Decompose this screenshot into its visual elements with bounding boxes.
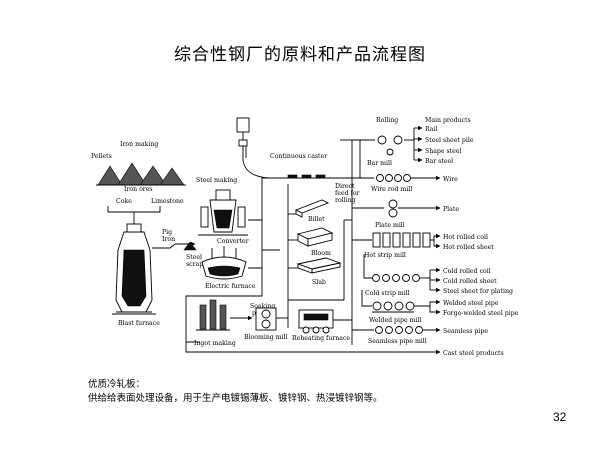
electric-furnace-icon [201,246,247,280]
bar-mill-label: Bar mill [367,160,392,167]
iron-making-label: Iron making [120,141,158,148]
ingot-making-icon [196,299,230,331]
slide-title: 综合性钢厂的原料和产品流程图 [174,45,426,65]
steel-scrap-label-1: Steel [186,254,202,261]
pellets-label: Pellets [91,153,112,160]
seamless-pipe-mill-icon [375,326,423,334]
product-cast-steel: Cast steel products [443,350,504,357]
product-plate: Plate [443,206,459,213]
bloom-label: Bloom [311,250,331,257]
plate-mill-label: Plate mill [375,222,405,229]
converter-label: Converter [217,238,249,245]
caster-strand [268,174,360,179]
rolling-label: Rolling [376,117,398,124]
cold-strip-mill-icon [372,274,420,282]
notes-line-1: 优质冷轧板： [88,379,146,390]
pig-iron-label-2: Iron [162,236,175,243]
raw-material-piles [96,162,186,186]
product-hot-coil: Hot rolled coil [443,234,488,241]
product-shape-steel: Shape steel [425,148,461,155]
seamless-pipe-mill-label: Seamless pipe mill [368,338,427,345]
converter-icon [198,189,248,236]
pig-iron-label-1: Pig [162,229,172,236]
main-products-header: Main products [425,117,471,124]
slab-label: Slab [312,279,326,286]
welded-pipe-mill-label: Welded pipe mill [369,317,421,324]
reheating-furnace-label: Reheating furnace [292,335,350,342]
iron-ores-label: Iron ores [124,186,153,193]
slab-icon [296,257,342,274]
coke-label: Coke [116,198,132,205]
billet-label: Billet [308,216,325,223]
product-wire: Wire [443,176,458,183]
direct-feed-label-1: Direct [335,183,355,190]
product-cold-sheet: Cold rolled sheet [443,278,497,285]
product-seamless-pipe: Seamless pipe [443,328,488,335]
product-bar-steel: Bar steel [425,158,453,165]
caster-ladle-icon [236,117,269,179]
product-rail: Rail [425,126,437,133]
steel-scrap-label-2: scrap [186,261,203,268]
reheating-furnace-icon [298,309,334,334]
page-number: 32 [553,410,567,424]
plate-mill-icon [388,199,398,218]
steel-making-label: Steel making [196,177,237,184]
direct-feed-label-3: rolling [335,197,356,204]
product-welded-pipe: Welded steel pipe [443,300,499,307]
blooming-mill-icon [255,307,277,331]
hot-strip-mill-icon [372,232,431,248]
limestone-label: Limestone [151,198,184,205]
electric-furnace-label: Electric furnace [205,283,256,290]
direct-feed-label-2: feed for [335,190,360,197]
ingot-making-label: Ingot making [194,340,236,347]
hot-strip-mill-label: Hot strip mill [364,252,406,259]
notes-line-2: 供给给表面处理设备，用于生产电镀锡薄板、镀锌钢、热浸镀锌钢等。 [88,393,383,404]
cold-strip-mill-label: Cold strip mill [365,290,410,297]
bar-mill-icon [377,135,403,156]
wire-rod-mill-label: Wire rod mill [371,186,412,193]
slide-notes: 优质冷轧板： 供给给表面处理设备，用于生产电镀锡薄板、镀锌钢、热浸镀锌钢等。 [88,378,383,406]
product-plating-sheet: Steel sheet for plating [443,288,513,295]
product-sheet-pile: Steel sheet pile [425,137,474,144]
product-hot-sheet: Hot rolled sheet [443,244,494,251]
blast-furnace-icon [112,223,156,315]
product-cold-coil: Cold rolled coil [443,268,491,275]
blooming-mill-label: Blooming mill [244,334,288,341]
wire-rod-mill-icon [376,174,411,182]
product-forge-welded-pipe: Forge-welded steel pipe [443,310,519,317]
continuous-caster-label: Continuous caster [270,153,327,160]
bloom-icon [296,227,334,247]
blast-furnace-label: Blast furnace [118,320,160,327]
billet-icon [294,199,330,218]
soaking-pit-label-1: Soaking [250,303,275,310]
welded-pipe-mill-icon [372,301,415,313]
